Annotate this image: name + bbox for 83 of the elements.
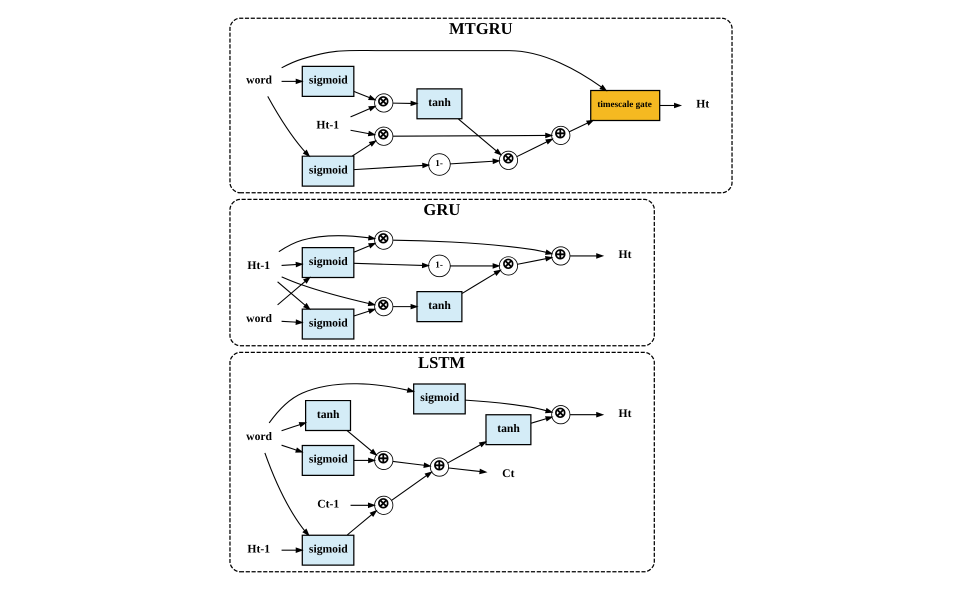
- arrow: [281, 276, 376, 306]
- arrow: [350, 130, 376, 136]
- node-box: sigmoid: [302, 308, 354, 340]
- arrow: [391, 471, 433, 501]
- node-box: timescale gate: [590, 90, 660, 122]
- node-circle: ⊗: [374, 93, 394, 113]
- arrow: [518, 256, 554, 265]
- node-text: Ht: [618, 248, 632, 262]
- node-text: Ht: [618, 406, 632, 420]
- node-text: Ht-1: [247, 258, 270, 272]
- node-box: tanh: [485, 414, 532, 446]
- node-circle: ⊗: [374, 297, 394, 316]
- arrow: [354, 242, 376, 253]
- node-circle: ⊗: [498, 256, 518, 276]
- node-text: word: [246, 74, 272, 87]
- arrow: [458, 118, 502, 156]
- arrow: [282, 319, 304, 325]
- node-box: tanh: [416, 291, 462, 322]
- arrow: [352, 140, 377, 157]
- arrow: [393, 304, 419, 310]
- node-text: Ht-1: [316, 118, 340, 132]
- node-circle: ⊗: [498, 150, 518, 170]
- arrow: [570, 253, 604, 259]
- node-circle: 1-: [428, 153, 451, 176]
- node-box: sigmoid: [413, 383, 466, 414]
- node-box: sigmoid: [302, 534, 354, 566]
- arrow: [354, 458, 376, 464]
- node-box: sigmoid: [302, 247, 354, 278]
- arrow: [393, 100, 419, 106]
- arrow: [277, 276, 311, 306]
- arrow: [267, 96, 310, 158]
- arrow: [465, 400, 554, 414]
- arrow: [530, 416, 554, 424]
- node-box: tanh: [305, 400, 352, 432]
- arrow: [282, 547, 304, 553]
- arrow: [393, 132, 554, 138]
- arrow: [462, 269, 502, 294]
- node-circle: ⊗: [374, 496, 394, 515]
- arrow: [277, 281, 311, 310]
- arrow: [354, 90, 377, 100]
- arrow: [281, 422, 308, 432]
- arrow: [660, 102, 682, 108]
- arrow: [350, 502, 376, 508]
- arrow: [346, 430, 378, 456]
- arrow: [450, 263, 501, 269]
- arrow: [450, 158, 501, 164]
- node-circle: ⊕: [430, 458, 449, 477]
- node-box: tanh: [416, 88, 462, 120]
- arrow: [268, 383, 416, 424]
- arrow: [569, 120, 594, 132]
- node-text: Ct: [502, 466, 514, 480]
- node-circle: ⊕: [374, 450, 394, 470]
- arrow: [350, 106, 377, 118]
- node-text: Ht: [696, 98, 710, 111]
- arrow: [447, 441, 488, 464]
- node-text: Ct-1: [317, 498, 340, 511]
- node-box: sigmoid: [302, 444, 354, 476]
- arrow: [448, 467, 488, 474]
- arrow: [516, 138, 554, 158]
- arrow: [282, 262, 304, 268]
- arrow: [282, 78, 304, 84]
- node-circle: ⊗: [551, 405, 570, 424]
- node-circle: ⊕: [551, 126, 570, 145]
- arrow: [354, 308, 376, 316]
- arrow: [281, 444, 304, 453]
- arrow: [264, 452, 310, 536]
- arrow: [570, 412, 604, 418]
- arrow: [393, 240, 554, 255]
- node-circle: 1-: [428, 254, 451, 278]
- node-text: word: [246, 312, 272, 326]
- node-circle: ⊗: [374, 230, 394, 250]
- arrow: [281, 50, 608, 92]
- arrow: [392, 460, 432, 468]
- node-box: sigmoid: [302, 66, 354, 97]
- node-text: Ht-1: [247, 542, 270, 556]
- node-circle: ⊗: [374, 126, 394, 146]
- arrow: [354, 262, 430, 268]
- arrow: [346, 510, 378, 536]
- node-circle: ⊕: [551, 246, 570, 266]
- node-text: word: [246, 430, 272, 444]
- node-box: sigmoid: [302, 156, 354, 187]
- arrow: [354, 162, 430, 170]
- arrow: [278, 235, 376, 252]
